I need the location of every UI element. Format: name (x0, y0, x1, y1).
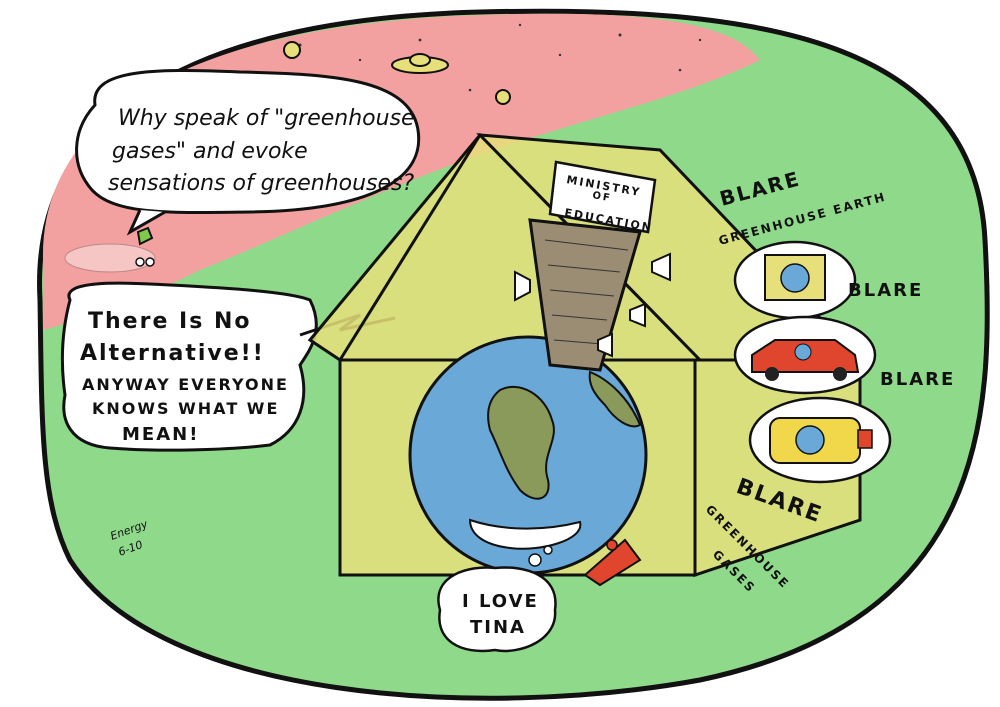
speech-left-line-2: Alternative!! (80, 341, 265, 366)
blare-3: BLARE (880, 369, 955, 390)
thought-bubble-car (733, 315, 877, 395)
ministry-sign: MINISTRY OF EDUCATION (548, 160, 657, 234)
speech-left-line-4: KNOWS WHAT WE (92, 399, 279, 418)
speech-left-line-1: There Is No (88, 309, 252, 334)
tina-line-1: I LOVE (462, 591, 539, 612)
speech-top-line-2: gases" and evoke (112, 139, 308, 164)
thought-bubble-tina: I LOVE TINA (437, 545, 557, 653)
ufo-icon (391, 53, 449, 74)
speech-bubble-top: Why speak of "greenhouse gases" and evok… (75, 69, 421, 236)
alien-character-icon (64, 226, 156, 273)
ministry-tower (514, 218, 671, 372)
sunbather-icon (583, 538, 642, 587)
thought-bubble-bottle (748, 396, 892, 484)
tina-line-2: TINA (470, 617, 526, 638)
speech-top-line-3: sensations of greenhouses? (108, 171, 415, 196)
sign-line-2: OF (591, 190, 612, 204)
speech-bubble-left: There Is No Alternative!! ANYWAY EVERYON… (60, 281, 396, 452)
speech-left-line-3: ANYWAY EVERYONE (82, 375, 289, 394)
blare-2: BLARE (848, 280, 923, 301)
planet-icon (283, 41, 511, 105)
loudspeaker-icon (514, 252, 671, 358)
speech-top-line-1: Why speak of "greenhouse (118, 106, 415, 131)
thought-bubble-earth-box (733, 240, 857, 320)
globe-icon (408, 335, 648, 575)
speech-left-line-5: MEAN! (122, 424, 199, 445)
